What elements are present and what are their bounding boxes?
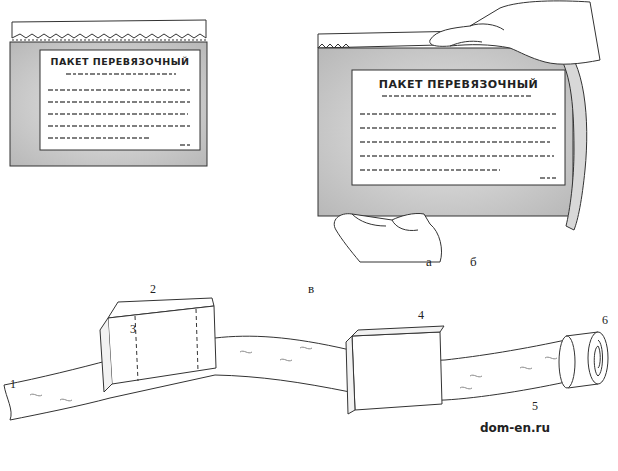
bandage-strip [280,359,292,361]
bandage-strip [520,367,532,369]
callout-number: 4 [418,309,424,321]
cotton-pad [346,336,355,414]
package-a [66,73,176,75]
hand [470,24,504,30]
hand [334,1,600,262]
bandage-roll [588,332,608,384]
cotton-pad [100,298,216,392]
package-b [360,141,552,143]
hand [352,214,386,226]
bandage-strip [240,351,252,353]
package-a [48,113,188,115]
bandage-roll [594,340,602,376]
callout-number: 3 [130,323,136,335]
bandage-strip [545,357,557,359]
bandage-strip [4,336,575,420]
callout-number: 2 [150,283,156,295]
package-a [48,101,192,103]
package-b [360,127,556,129]
package-a [12,40,206,41]
figure-letter: в [308,282,314,295]
package-a [180,144,192,146]
label-panel: ПАКЕТ ПЕРЕВЯЗОЧНЫЙ [352,70,565,185]
hand [392,220,418,231]
figure-letter: а [426,255,432,268]
cotton-pad [100,318,112,392]
package-title: ПАКЕТ ПЕРЕВЯЗОЧНЫЙ [40,56,200,67]
package-a [40,50,200,150]
cotton-pad [352,332,442,410]
package-b [318,44,350,48]
package-a [12,20,206,38]
callout-number: 1 [10,378,16,390]
callout-number: 5 [532,400,538,412]
package-a [48,125,190,127]
bandage-strip [460,387,472,389]
hand [430,1,600,64]
cotton-pad [196,309,198,371]
package-b [540,177,556,179]
bandage-roll [559,332,608,388]
package-a [10,20,207,166]
cotton-pad [346,326,444,414]
package-a [48,89,192,91]
package-b [352,70,565,185]
cotton-pad [108,306,216,384]
package-a [48,137,150,139]
package-a [10,42,207,166]
package-b [556,42,587,230]
package-b [360,113,556,115]
package-b [382,95,532,97]
package-a [48,74,192,145]
package-b [360,155,554,157]
watermark: dom-en.ru [480,422,550,434]
bandage-strip [60,399,72,401]
bandage-strip [470,375,482,377]
bandage-strip [30,394,42,396]
label-panel: ПАКЕТ ПЕРЕВЯЗОЧНЫЙ [40,50,200,150]
cotton-pad [135,309,198,381]
package-b [360,96,556,178]
bandage-strip [4,336,575,420]
callout-number: 6 [602,314,608,326]
figure-letter: б [470,255,477,268]
hand [334,213,441,262]
bandage-roll [559,336,575,388]
hand [450,41,482,46]
package-b [360,169,500,171]
cotton-pad [352,326,444,336]
bandage-strip [300,347,312,349]
package-title: ПАКЕТ ПЕРЕВЯЗОЧНЫЙ [352,78,565,91]
package-b [318,48,573,216]
